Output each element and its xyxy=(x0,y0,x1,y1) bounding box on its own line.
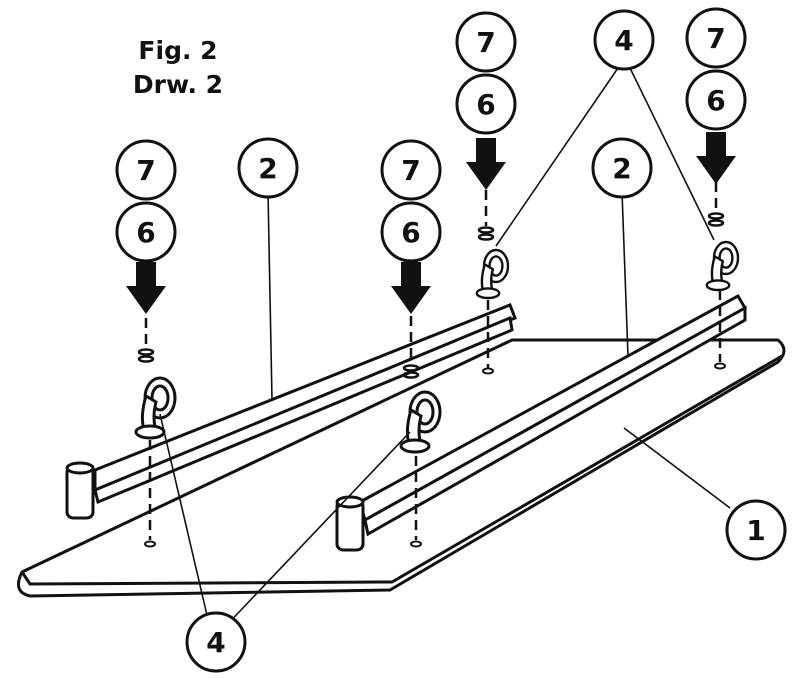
caster-wheel-1 xyxy=(134,376,177,440)
figure-caption: Fig. 2 Drw. 2 xyxy=(108,34,248,102)
arrow-down-icon xyxy=(696,132,736,184)
assembly-axes xyxy=(144,182,722,540)
callout-label: 7 xyxy=(706,22,725,55)
down-arrow-icons xyxy=(126,132,736,314)
callout-label: 4 xyxy=(614,24,633,57)
callout-4-bottom: 4 xyxy=(185,611,247,673)
callout-6-rear-left: 6 xyxy=(455,73,517,135)
callout-label: 6 xyxy=(706,84,725,117)
caster-wheel-3 xyxy=(475,248,510,300)
washer-stack-4 xyxy=(707,212,725,227)
caster-wheel-4 xyxy=(705,240,740,292)
callout-1: 1 xyxy=(725,499,787,561)
callout-label: 2 xyxy=(612,152,631,185)
callout-7-left: 7 xyxy=(115,139,177,201)
callout-6-center: 6 xyxy=(380,201,442,263)
callout-7-rear-left: 7 xyxy=(455,11,517,73)
callout-7-rear-right: 7 xyxy=(685,7,747,69)
callout-label: 6 xyxy=(476,88,495,121)
callout-label: 2 xyxy=(258,152,277,185)
callout-label: 7 xyxy=(401,154,420,187)
callout-7-center: 7 xyxy=(380,139,442,201)
callout-label: 6 xyxy=(401,216,420,249)
callout-6-left: 6 xyxy=(115,201,177,263)
arrow-down-icon xyxy=(391,262,431,314)
callout-6-rear-right: 6 xyxy=(685,69,747,131)
callout-4-top: 4 xyxy=(593,9,655,71)
callout-label: 7 xyxy=(476,26,495,59)
callout-label: 6 xyxy=(136,216,155,249)
washer-stack-3 xyxy=(477,226,495,241)
rail-right xyxy=(335,293,748,552)
figure-number: Fig. 2 xyxy=(138,36,218,65)
callout-label: 1 xyxy=(746,514,765,547)
arrow-down-icon xyxy=(126,262,166,314)
callout-label: 7 xyxy=(136,154,155,187)
callout-2-right: 2 xyxy=(591,137,653,199)
callout-label: 4 xyxy=(206,626,225,659)
arrow-down-icon xyxy=(466,138,506,190)
drawing-number: Drw. 2 xyxy=(132,70,224,99)
callout-2-left: 2 xyxy=(237,137,299,199)
panel-holes xyxy=(144,362,726,548)
leader-lines xyxy=(159,67,731,631)
washer-stack-1 xyxy=(137,348,155,363)
